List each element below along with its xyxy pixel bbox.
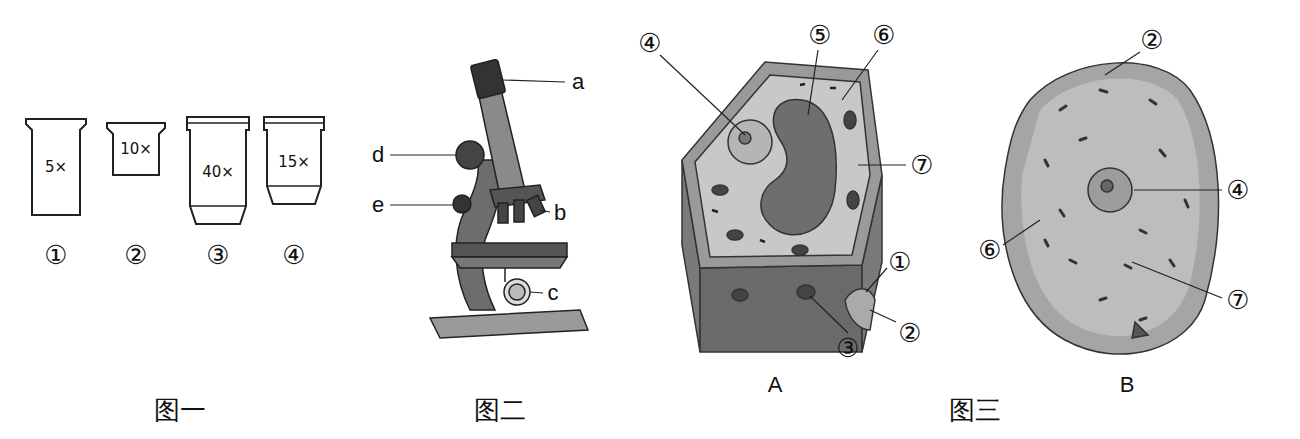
cell-letter: B bbox=[1120, 374, 1135, 396]
callout-number: ④ bbox=[282, 242, 305, 268]
callout-number: ④ bbox=[638, 30, 661, 56]
lens-shape: 40× bbox=[184, 116, 252, 228]
lens-shape: 10× bbox=[106, 122, 166, 176]
part-letter: b bbox=[554, 202, 566, 224]
callout-number: ⑤ bbox=[808, 22, 831, 48]
lens-shape: 15× bbox=[261, 116, 327, 208]
callout-number: ② bbox=[898, 320, 921, 346]
part-letter: e bbox=[372, 194, 384, 216]
lens-shape: 5× bbox=[25, 118, 87, 216]
callout-number: ⑦ bbox=[1226, 287, 1249, 313]
leader-lines bbox=[390, 80, 565, 293]
magnification-text: 10× bbox=[120, 140, 152, 158]
callout-number: ③ bbox=[836, 335, 859, 361]
callout-number: ① bbox=[44, 242, 67, 268]
leader-lines bbox=[1003, 52, 1222, 298]
figure-caption: 图二 bbox=[474, 397, 526, 423]
part-letter: c bbox=[548, 282, 559, 304]
callout-number: ⑥ bbox=[978, 237, 1001, 263]
part-letter: d bbox=[372, 144, 384, 166]
animal-cell-drawing bbox=[1002, 63, 1218, 354]
figure-caption: 图三 bbox=[949, 397, 1001, 423]
callout-number: ③ bbox=[206, 242, 229, 268]
magnification-text: 5× bbox=[45, 158, 67, 176]
callout-number: ⑦ bbox=[910, 152, 933, 178]
magnification-text: 15× bbox=[278, 153, 310, 171]
part-letter: a bbox=[572, 71, 584, 93]
callout-number: ⑥ bbox=[872, 22, 895, 48]
figure-caption: 图一 bbox=[154, 397, 206, 423]
microscope-drawing bbox=[430, 59, 588, 338]
callout-number: ② bbox=[1140, 27, 1163, 53]
cell-letter: A bbox=[768, 374, 783, 396]
leader-lines bbox=[660, 50, 906, 333]
magnification-text: 40× bbox=[202, 163, 234, 181]
callout-number: ② bbox=[124, 242, 147, 268]
plant-cell-drawing bbox=[682, 62, 882, 352]
callout-number: ④ bbox=[1226, 177, 1249, 203]
callout-number: ① bbox=[888, 249, 911, 275]
